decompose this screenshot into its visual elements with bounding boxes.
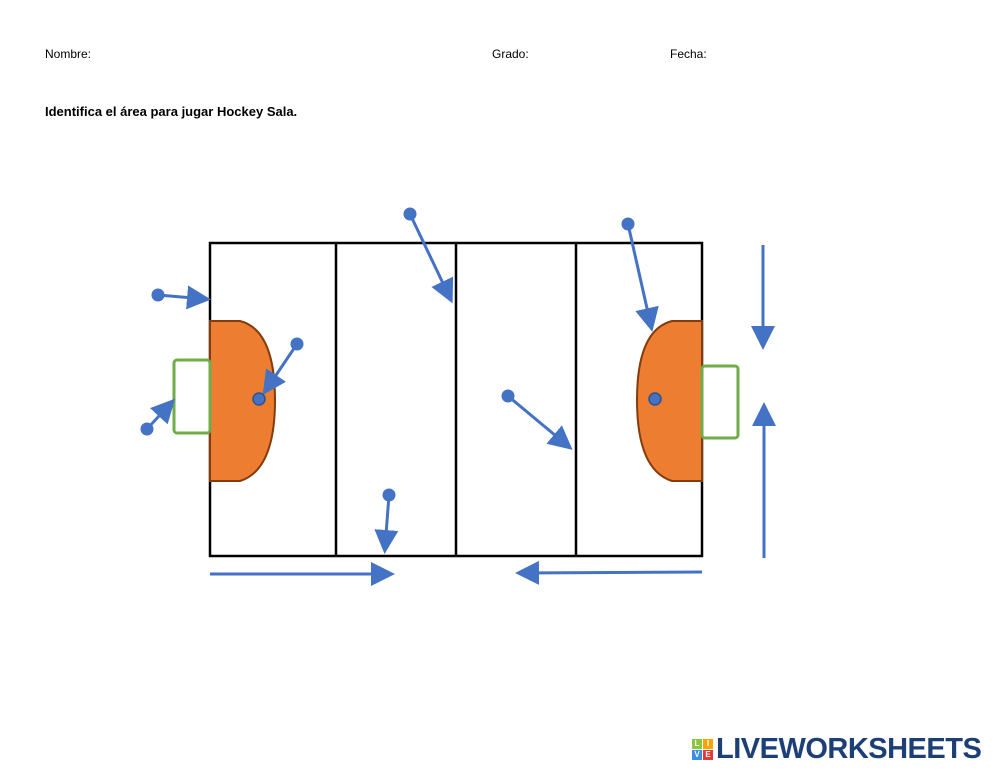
logo-icon: L I V E	[692, 739, 713, 760]
date-label: Fecha:	[670, 47, 707, 61]
field	[208, 241, 704, 558]
logo-letter: L	[692, 739, 702, 749]
left-goal	[172, 358, 212, 435]
logo-letter: I	[703, 739, 713, 749]
left-goal-area	[209, 320, 277, 482]
liveworksheets-logo: L I V E LIVEWORKSHEETS	[692, 733, 982, 766]
logo-letter: V	[692, 750, 702, 760]
name-label: Nombre:	[45, 47, 92, 61]
grade-label: Grado:	[492, 47, 529, 61]
pointers	[140, 207, 776, 586]
right-goal-area	[635, 320, 703, 482]
right-goal	[700, 364, 740, 440]
logo-letter: E	[703, 750, 713, 760]
instruction: Identifica el área para jugar Hockey Sal…	[45, 104, 298, 119]
logo-text: LIVEWORKSHEETS	[716, 733, 982, 765]
